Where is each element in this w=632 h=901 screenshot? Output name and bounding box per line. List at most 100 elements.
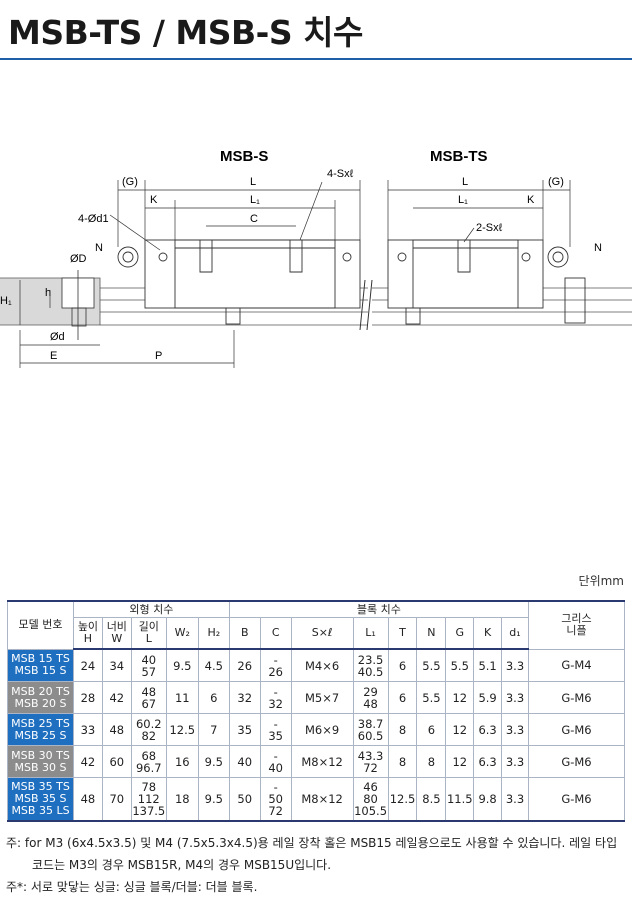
cell-c: -40 <box>259 745 292 778</box>
cell-n: 8.5 <box>416 777 447 822</box>
cell-w: 42 <box>101 681 132 714</box>
cell-b: 32 <box>228 681 261 714</box>
dimension-drawing: MSB-S MSB-TS <box>0 148 632 368</box>
dim-g-right: (G) <box>548 176 564 188</box>
header-d1: d₁ <box>501 617 529 650</box>
title-rule <box>0 58 632 60</box>
header-g: G <box>445 617 475 650</box>
dim-odsmall: Ød <box>50 331 65 343</box>
cell-w2: 9.5 <box>165 648 199 682</box>
cell-w2: 12.5 <box>165 713 199 746</box>
cell-nipple: G-M6 <box>527 713 626 746</box>
dim-lines <box>19 180 571 368</box>
cell-h2: 6 <box>197 681 230 714</box>
cell-h2: 9.5 <box>197 745 230 778</box>
cell-h: 33 <box>73 713 103 746</box>
header-n: N <box>416 617 447 650</box>
cell-d1: 3.3 <box>501 648 529 682</box>
cell-k: 6.3 <box>473 745 503 778</box>
cell-w: 70 <box>101 777 132 822</box>
note-2: 주*: 서로 맞닿는 싱글: 싱글 블록/더블: 더블 블록. <box>6 880 258 894</box>
cell-d1: 3.3 <box>501 713 529 746</box>
dim-sx-left: 4-Sxℓ <box>327 168 354 180</box>
cell-c: -35 <box>259 713 292 746</box>
cell-h: 28 <box>73 681 103 714</box>
cell-k: 5.9 <box>473 681 503 714</box>
cell-n: 6 <box>416 713 447 746</box>
dim-l1-right: L₁ <box>458 194 468 206</box>
cell-c: -26 <box>259 648 292 682</box>
cell-sxl: M8×12 <box>290 777 354 822</box>
dim-l-left: L <box>250 176 256 188</box>
cell-t: 6 <box>387 648 418 682</box>
cell-h2: 7 <box>197 713 230 746</box>
dim-e: E <box>50 350 57 362</box>
dim-c: C <box>250 213 258 225</box>
cell-w2: 11 <box>165 681 199 714</box>
header-c: C <box>259 617 292 650</box>
cell-w: 60 <box>101 745 132 778</box>
dim-k-right: K <box>527 194 535 206</box>
cell-d1: 3.3 <box>501 681 529 714</box>
break-marks <box>359 279 373 331</box>
cell-g: 12 <box>445 745 475 778</box>
cell-c: -32 <box>259 681 292 714</box>
header-t: T <box>387 617 418 650</box>
dim-p: P <box>155 350 162 362</box>
cell-w: 48 <box>101 713 132 746</box>
cell-b: 40 <box>228 745 261 778</box>
cell-h: 48 <box>73 777 103 822</box>
cell-nipple: G-M6 <box>527 777 626 822</box>
cell-n: 5.5 <box>416 681 447 714</box>
header-k: K <box>473 617 503 650</box>
footnotes: 주: for M3 (6x4.5x3.5) 및 M4 (7.5x5.3x4.5)… <box>6 832 630 898</box>
cell-nipple: G-M4 <box>527 648 626 682</box>
msb-ts-block <box>387 239 586 325</box>
cell-h: 42 <box>73 745 103 778</box>
dim-sx-right: 2-Sxℓ <box>476 222 503 234</box>
cell-g: 12 <box>445 681 475 714</box>
cell-g: 12 <box>445 713 475 746</box>
cell-w2: 16 <box>165 745 199 778</box>
cell-b: 26 <box>228 648 261 682</box>
cell-t: 12.5 <box>387 777 418 822</box>
page-title: MSB-TS / MSB-S 치수 <box>8 13 363 52</box>
header-outer: 외형 치수 <box>73 600 230 618</box>
cell-t: 6 <box>387 681 418 714</box>
cell-b: 35 <box>228 713 261 746</box>
cell-sxl: M6×9 <box>290 713 354 746</box>
cell-t: 8 <box>387 745 418 778</box>
cell-h2: 4.5 <box>197 648 230 682</box>
cell-h: 24 <box>73 648 103 682</box>
cell-nipple: G-M6 <box>527 745 626 778</box>
cell-g: 11.5 <box>445 777 475 822</box>
cell-d1: 3.3 <box>501 745 529 778</box>
msb-s-label: MSB-S <box>220 148 268 165</box>
dim-l1-left: L₁ <box>250 194 260 206</box>
header-b: B <box>228 617 261 650</box>
dim-d1: 4-Ød1 <box>78 213 109 225</box>
header-model: 모델 번호 <box>7 600 74 650</box>
msb-ts-label: MSB-TS <box>430 148 488 165</box>
cell-h2: 9.5 <box>197 777 230 822</box>
cell-t: 8 <box>387 713 418 746</box>
